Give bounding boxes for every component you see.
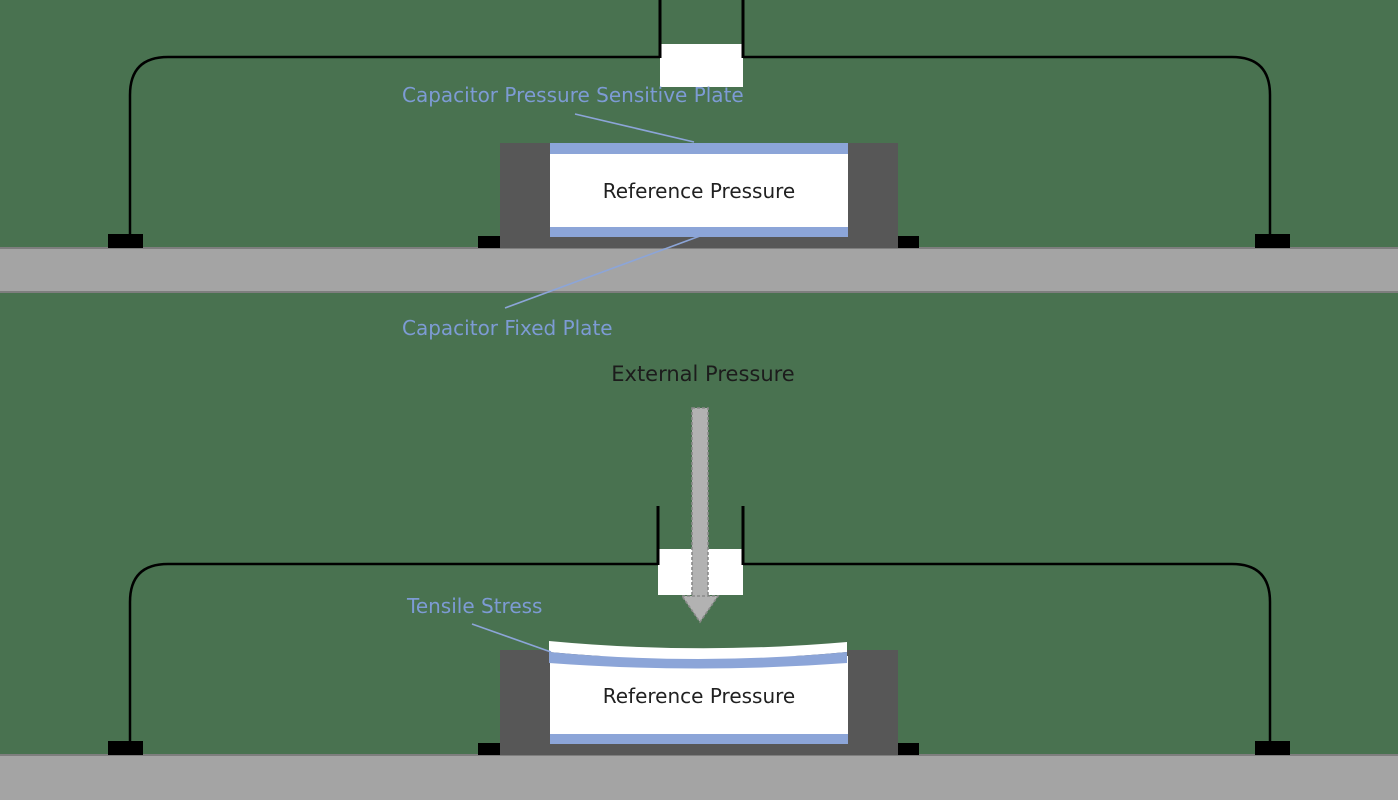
reference-pressure-chamber <box>550 656 848 734</box>
sensor-under-pressure <box>0 407 1398 800</box>
sensitive-plate-leader-line <box>574 113 695 143</box>
reference-pressure-chamber <box>550 154 848 227</box>
arrow-shaft <box>691 407 709 599</box>
reference-pressure-label-bottom: Reference Pressure <box>602 684 796 708</box>
tensile-stress-leader-line <box>471 623 552 653</box>
deflected-sensitive-plate <box>549 652 847 669</box>
right-wire-bond-pad <box>1255 234 1290 248</box>
right-wire-bond-pad <box>1255 741 1290 755</box>
capacitor-pressure-sensitive-plate-label: Capacitor Pressure Sensitive Plate <box>402 83 744 107</box>
fixed-plate-leader-line <box>504 235 701 309</box>
substrate-bar <box>0 247 1398 293</box>
left-wire-bond-pad <box>108 234 143 248</box>
capacitor-fixed-plate-label: Capacitor Fixed Plate <box>402 316 613 340</box>
pressure-sensitive-plate <box>550 143 848 154</box>
tensile-stress-label: Tensile Stress <box>407 594 543 618</box>
fixed-plate <box>550 734 848 744</box>
sensor-at-rest <box>0 0 1398 309</box>
substrate-bar <box>0 754 1398 800</box>
external-pressure-arrow-icon <box>680 407 720 624</box>
port-seal-box <box>660 44 743 87</box>
fixed-plate <box>550 227 848 237</box>
reference-pressure-label-top: Reference Pressure <box>602 178 796 203</box>
deflection-gap <box>549 641 847 659</box>
arrow-head <box>680 595 720 624</box>
left-wire-bond-pad <box>108 741 143 755</box>
external-pressure-label: External Pressure <box>611 362 795 386</box>
